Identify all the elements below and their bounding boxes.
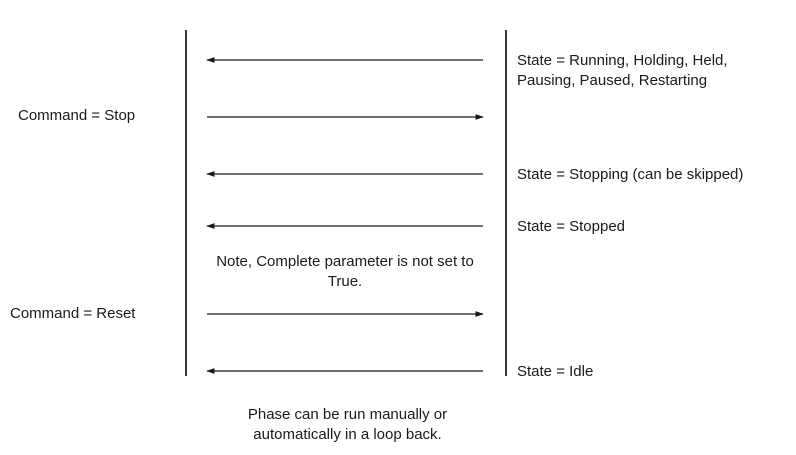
state-running-label: State = Running, Holding, Held, Pausing,…	[517, 52, 728, 89]
command-reset-label: Command = Reset	[10, 305, 136, 322]
message-arrows	[206, 57, 484, 374]
command-stop-label: Command = Stop	[18, 107, 136, 124]
phase-loop-note: Phase can be run manually or automatical…	[247, 406, 448, 443]
state-stopping-label: State = Stopping (can be skipped)	[517, 166, 744, 183]
state-stopped-label: State = Stopped	[517, 218, 626, 235]
state-idle-label: State = Idle	[517, 363, 594, 380]
complete-parameter-note: Note, Complete parameter is not set to T…	[216, 253, 474, 290]
